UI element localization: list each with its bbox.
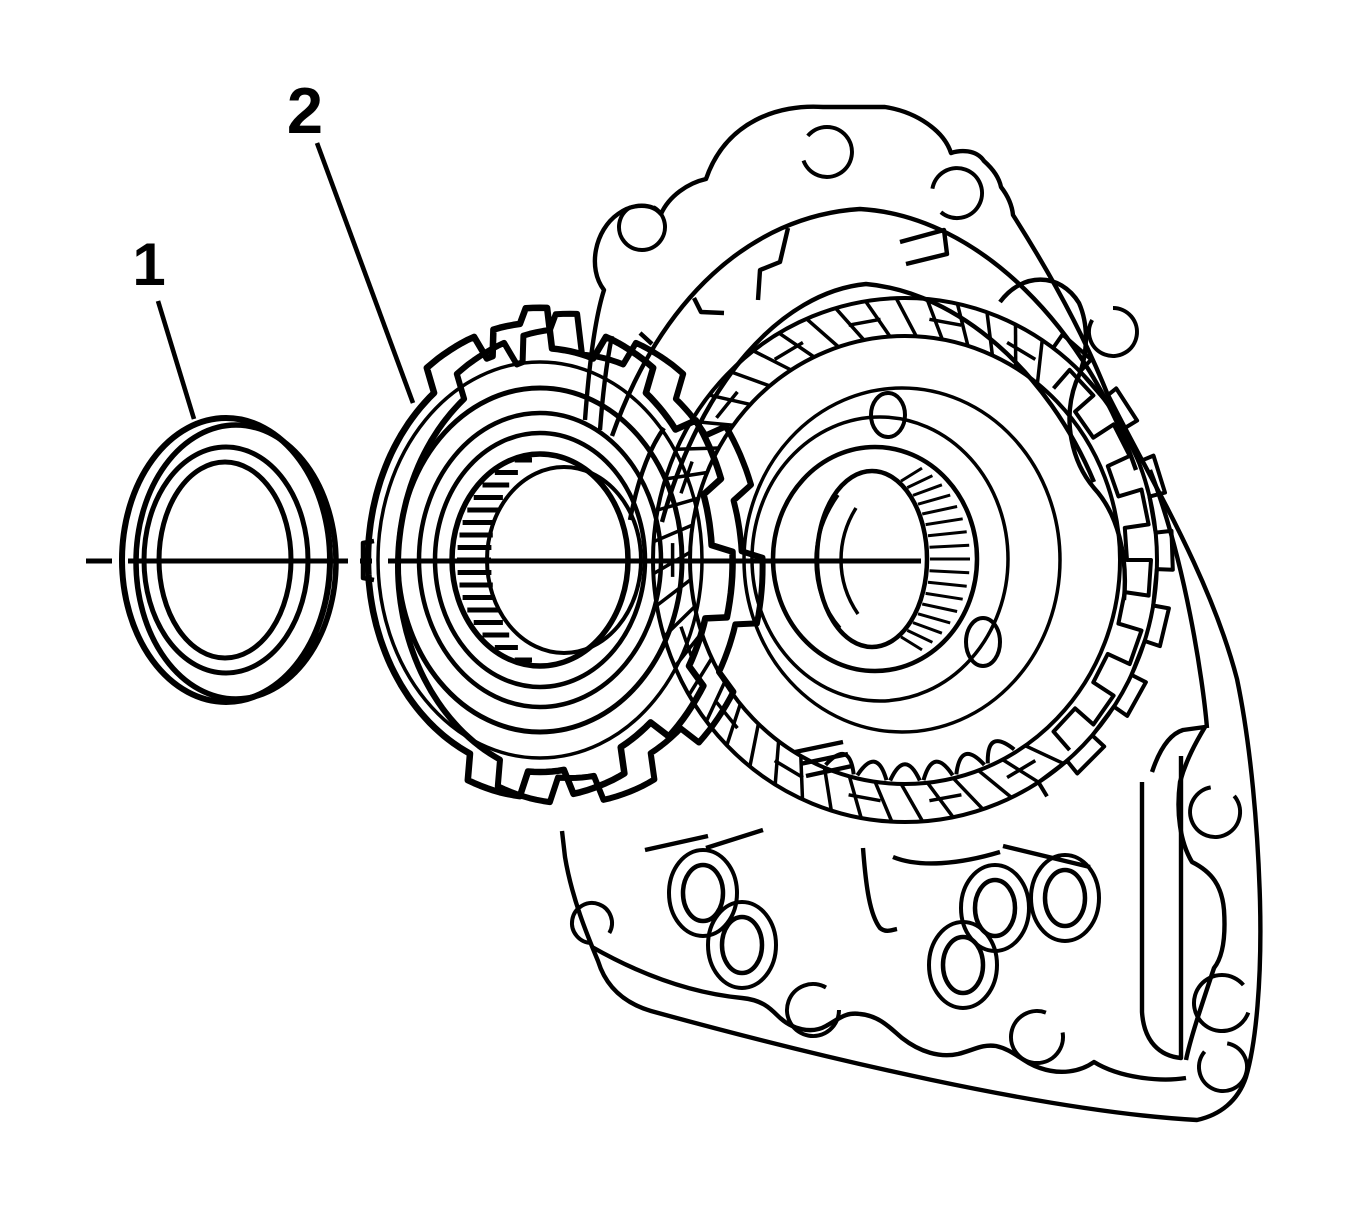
callout-1-label: 1 [132,231,165,298]
transmission-case [559,104,1263,1123]
case-outline [559,104,1263,1123]
callout-1-leader [155,300,197,420]
seal-rim-merge-top [294,450,317,488]
callout-2-label: 2 [287,74,323,147]
gear-assembly [651,296,1175,824]
seal-rim-merge-bottom [297,631,319,670]
part-2-clutch-assembly [360,304,766,806]
callout-2-leader [314,142,416,404]
callouts: 1 2 [132,74,416,420]
bolt-holes [570,124,1251,1093]
